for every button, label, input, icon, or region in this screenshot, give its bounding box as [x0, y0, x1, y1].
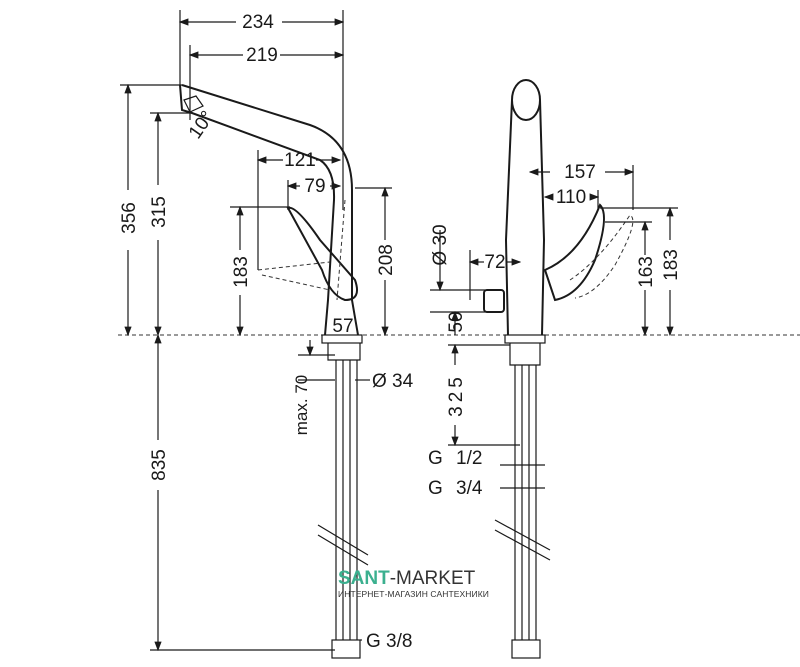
body	[504, 99, 546, 336]
spout-head	[511, 79, 541, 121]
aerator	[183, 95, 204, 113]
dim-max70: max. 70	[292, 375, 311, 435]
break-marks	[317, 524, 369, 566]
front-lever	[543, 203, 605, 302]
dim-g34: G 3/4	[428, 478, 483, 499]
dim-356: 356	[119, 202, 140, 234]
watermark-brand-green: SANT	[338, 568, 390, 589]
front-hoses	[514, 365, 537, 640]
dim-57: 57	[332, 316, 353, 337]
front-lever-range	[569, 214, 634, 299]
base-plate	[321, 334, 363, 344]
dim-72: 72	[484, 252, 505, 273]
dim-219: 219	[246, 45, 278, 66]
dim-183-front: 183	[661, 249, 682, 281]
dim-163: 163	[636, 256, 657, 288]
side-connector	[483, 289, 505, 313]
dim-110: 110	[556, 187, 586, 208]
lever-range	[257, 199, 346, 301]
dim-50: 50	[446, 311, 467, 332]
shank	[327, 343, 361, 361]
dim-dia34: Ø 34	[372, 371, 414, 392]
lever	[286, 206, 358, 302]
dim-g12: G 1/2	[428, 448, 482, 469]
dim-234: 234	[242, 12, 274, 33]
front-view: 157 110 Ø 30 72 50 163 183 325 G 1/2 G 3…	[428, 79, 682, 659]
dim-325: 325	[446, 373, 467, 417]
watermark-brand-dark: -MARKET	[389, 568, 476, 589]
side-view: 234 219 356 315 10° 121 79 183 208 57 ma…	[119, 10, 414, 659]
spout-lower	[179, 84, 336, 336]
dim-g38: G 3/8	[366, 631, 412, 652]
hoses	[335, 360, 358, 640]
dim-79: 79	[304, 176, 325, 197]
dim-183: 183	[231, 256, 252, 288]
dim-315: 315	[149, 196, 170, 228]
dim-208: 208	[376, 244, 397, 276]
dim-121: 121	[284, 150, 316, 171]
watermark: SANT-MARKET ИНТЕРНЕТ-МАГАЗИН САНТЕХНИКИ	[338, 568, 490, 600]
dim-157: 157	[564, 162, 596, 183]
dim-835: 835	[149, 449, 170, 481]
hose-ends	[331, 639, 361, 659]
watermark-tagline: ИНТЕРНЕТ-МАГАЗИН САНТЕХНИКИ	[338, 589, 490, 599]
dim-dia30: Ø 30	[430, 224, 451, 265]
